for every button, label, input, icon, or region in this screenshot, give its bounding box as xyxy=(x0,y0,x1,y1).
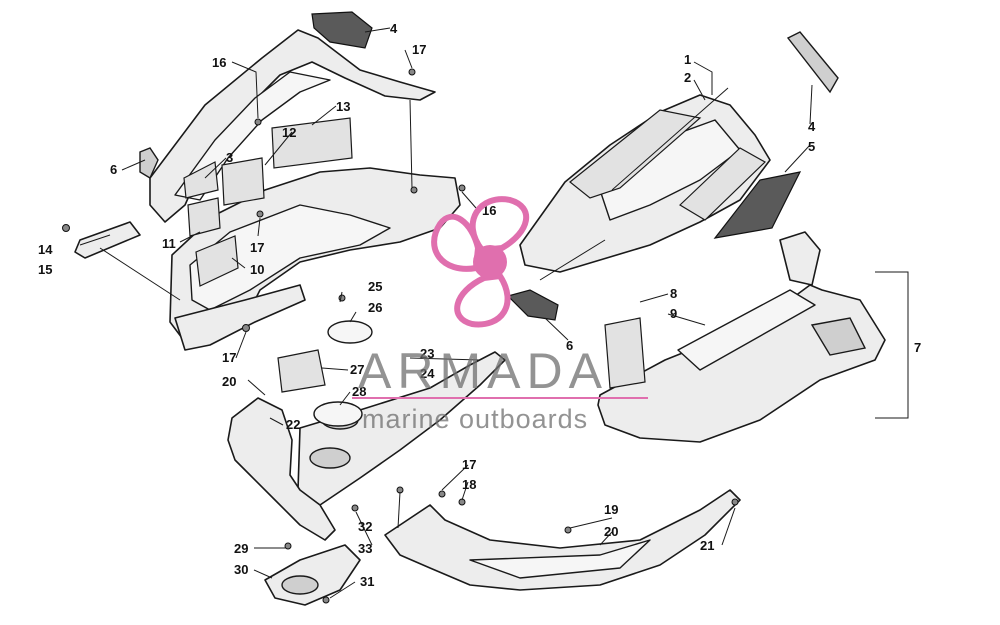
side-vent-grille-left xyxy=(139,147,159,180)
ring-28 xyxy=(313,401,363,427)
lower-running-board xyxy=(384,489,741,591)
callout-28: 28 xyxy=(352,384,366,399)
callout-3: 3 xyxy=(226,150,233,165)
hood-lower-body xyxy=(169,167,461,351)
callout-24: 24 xyxy=(420,366,435,381)
side-vent-4-right xyxy=(786,31,839,94)
bracket-7 xyxy=(875,271,909,419)
callout-16: 16 xyxy=(482,203,496,218)
callout-5: 5 xyxy=(808,139,815,154)
callout-27: 27 xyxy=(350,362,364,377)
callout-17: 17 xyxy=(462,457,476,472)
callout-25: 25 xyxy=(368,279,382,294)
lower-duct-30 xyxy=(264,544,361,606)
decal-12 xyxy=(221,157,265,206)
grille-6-center xyxy=(506,289,559,321)
callout-18: 18 xyxy=(462,477,476,492)
callout-22: 22 xyxy=(286,417,300,432)
callout-23: 23 xyxy=(420,346,434,361)
decal-8-9 xyxy=(604,317,646,389)
callout-8: 8 xyxy=(670,286,677,301)
decal-27 xyxy=(277,349,326,393)
callout-7: 7 xyxy=(914,340,921,355)
callout-17: 17 xyxy=(250,240,264,255)
left-cowl-22 xyxy=(227,397,336,541)
callout-10: 10 xyxy=(250,262,264,277)
callout-4: 4 xyxy=(390,21,398,36)
decal-side-right xyxy=(679,147,766,221)
decal-3 xyxy=(183,161,219,199)
callout-16: 16 xyxy=(212,55,226,70)
callout-9: 9 xyxy=(670,306,677,321)
callout-15: 15 xyxy=(38,262,52,277)
callout-33: 33 xyxy=(358,541,372,556)
callout-4: 4 xyxy=(808,119,816,134)
callout-26: 26 xyxy=(368,300,382,315)
callout-2: 2 xyxy=(684,70,691,85)
callout-20: 20 xyxy=(604,524,618,539)
side-vent-mesh-5 xyxy=(713,171,802,239)
callout-31: 31 xyxy=(360,574,374,589)
hood-top-vent-mesh xyxy=(311,11,373,49)
callout-20: 20 xyxy=(222,374,236,389)
decal-11 xyxy=(187,197,221,237)
callout-17: 17 xyxy=(222,350,236,365)
callout-17: 17 xyxy=(412,42,426,57)
callout-numbers: 4 17 16 13 12 3 6 11 17 10 14 15 16 17 2… xyxy=(38,21,921,589)
callout-11: 11 xyxy=(162,236,176,251)
right-side-panel xyxy=(519,94,771,273)
decal-1-2 xyxy=(569,109,702,199)
callout-6: 6 xyxy=(566,338,573,353)
callout-32: 32 xyxy=(358,519,372,534)
callout-1: 1 xyxy=(684,52,691,67)
decal-10 xyxy=(195,235,239,287)
callout-21: 21 xyxy=(700,538,714,553)
callout-29: 29 xyxy=(234,541,248,556)
callout-30: 30 xyxy=(234,562,248,577)
callout-13: 13 xyxy=(336,99,350,114)
callout-14: 14 xyxy=(38,242,53,257)
callout-19: 19 xyxy=(604,502,618,517)
fasteners-left xyxy=(242,68,466,332)
bracket-14-15 xyxy=(62,221,141,259)
callout-6: 6 xyxy=(110,162,117,177)
leader-lines xyxy=(79,27,813,599)
callout-12: 12 xyxy=(282,125,296,140)
belly-pan-right xyxy=(597,231,886,443)
ring-26 xyxy=(327,320,373,344)
